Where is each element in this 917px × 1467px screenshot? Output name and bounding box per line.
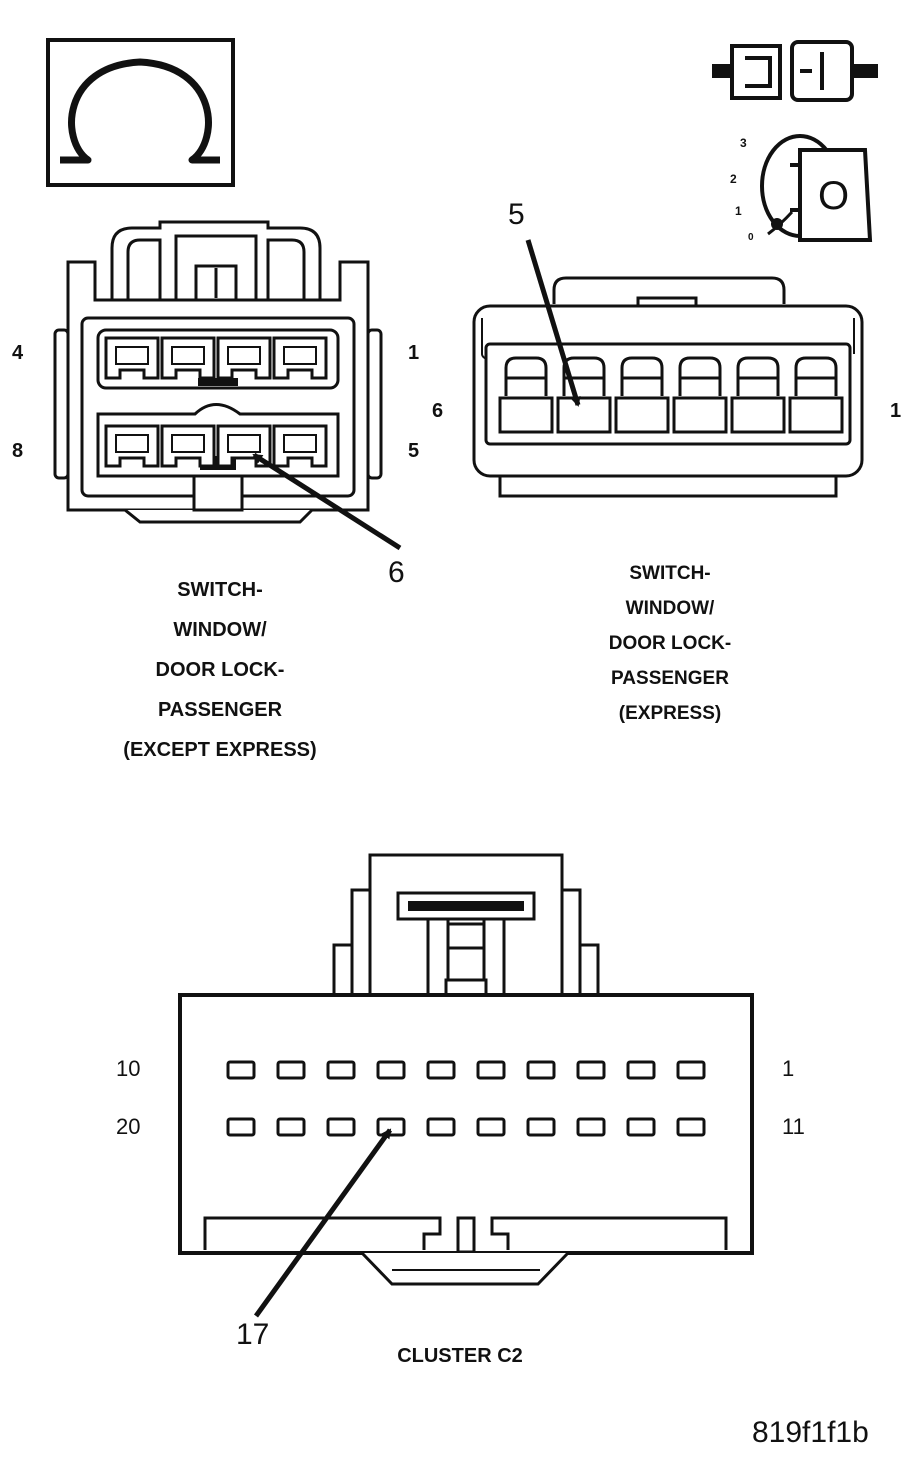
connector-icon [712,40,878,102]
figure-id: 819f1f1b [752,1416,869,1449]
terminal-cavity [576,1060,606,1080]
terminal-cavity [276,1117,306,1137]
pin-label-top-right: 1 [782,1056,795,1081]
callout-arrow [525,239,581,407]
terminal-cavity [672,356,728,434]
terminal-cavity [160,424,216,468]
callout-arrow [252,452,402,551]
ignition-position-3: 3 [740,136,747,150]
terminal-row-top [226,1060,706,1080]
ignition-position-0: 0 [748,232,754,243]
terminal-cavity [526,1117,556,1137]
terminal-row-top [104,336,328,380]
terminal-cavity [272,336,328,380]
terminal-cavity [226,1117,256,1137]
connector-except-express [53,220,402,551]
connector-caption-except-express: SWITCH- WINDOW/ DOOR LOCK- PASSENGER (EX… [123,579,317,761]
connector-cluster-c2 [178,853,754,1318]
terminal-cavity [476,1117,506,1137]
terminal-cavity [276,1060,306,1080]
terminal-cavity [676,1060,706,1080]
terminal-cavity [614,356,670,434]
ohm-symbol: Ω [168,48,169,49]
callout-arrow [253,1128,393,1318]
terminal-cavity [730,356,786,434]
terminal-cavity [104,424,160,468]
ohm-icon [46,38,235,187]
ignition-key-icon [760,134,873,242]
terminal-cavity [498,356,554,434]
pin-label-top-right: 1 [408,342,420,364]
terminal-cavity [326,1060,356,1080]
terminal-cavity [576,1117,606,1137]
terminal-cavity [526,1060,556,1080]
terminal-cavity [626,1060,656,1080]
terminal-cavity [226,1060,256,1080]
ignition-position-1: 1 [735,204,742,218]
terminal-cavity [272,424,328,468]
terminal-cavity [426,1117,456,1137]
pin-label-bottom-right: 5 [408,440,420,462]
callout-label: 17 [236,1318,270,1351]
terminal-cavity [216,336,272,380]
terminal-cavity [476,1060,506,1080]
pin-label-bottom-right: 11 [782,1114,805,1139]
ignition-key-label: O [818,174,850,218]
terminal-cavity [426,1060,456,1080]
terminal-cavity [326,1117,356,1137]
pin-label-left: 6 [432,400,444,422]
pin-label-bottom-left: 8 [12,440,24,462]
pin-label-top-left: 10 [116,1056,141,1081]
pin-label-right: 1 [890,400,902,422]
connector-caption-cluster: CLUSTER C2 [397,1345,523,1367]
callout-label: 5 [508,198,525,231]
pin-label-top-left: 4 [12,342,24,364]
terminal-cavity [160,336,216,380]
terminal-cavity [376,1060,406,1080]
connector-caption-express: SWITCH- WINDOW/ DOOR LOCK- PASSENGER (EX… [608,563,732,724]
terminal-cavity [104,336,160,380]
terminal-cavity [626,1117,656,1137]
terminal-cavity [788,356,844,434]
callout-label: 6 [388,556,405,589]
terminal-row [498,356,844,434]
ignition-position-2: 2 [730,172,737,186]
pin-label-bottom-left: 20 [116,1114,141,1139]
connector-express [472,239,864,498]
terminal-cavity [676,1117,706,1137]
